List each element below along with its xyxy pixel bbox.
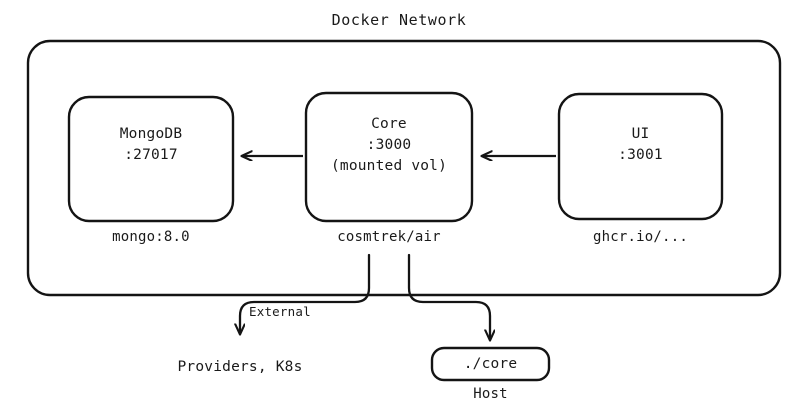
- host-core-box-label: ./core: [463, 356, 518, 372]
- edge-core-to-host: [407, 253, 490, 340]
- node-caption-core: cosmtrek/air: [337, 229, 441, 245]
- node-label-core-name: Core: [371, 116, 407, 132]
- node-caption-mongodb: mongo:8.0: [112, 229, 190, 245]
- node-label-core-port: :3000: [366, 137, 412, 153]
- external-target-providers: Providers, K8s: [177, 359, 303, 375]
- host-caption: Host: [473, 386, 508, 402]
- node-box-ui: [557, 92, 724, 221]
- diagram-title: Docker Network: [331, 11, 467, 29]
- node-label-mongodb-name: MongoDB: [119, 126, 183, 142]
- node-caption-ui: ghcr.io/...: [593, 229, 688, 245]
- node-label-ui-name: UI: [631, 126, 650, 142]
- node-label-mongodb-port: :27017: [124, 147, 178, 163]
- docker-network-boundary: [26, 39, 782, 297]
- node-label-ui-port: :3001: [618, 147, 663, 163]
- edge-core-to-providers: [240, 253, 371, 334]
- node-box-mongodb: [67, 95, 235, 223]
- host-core-box: [430, 346, 551, 382]
- node-box-core: [304, 91, 474, 223]
- node-label-core-volume: (mounted vol): [330, 158, 448, 174]
- edge-label-external: External: [249, 304, 311, 319]
